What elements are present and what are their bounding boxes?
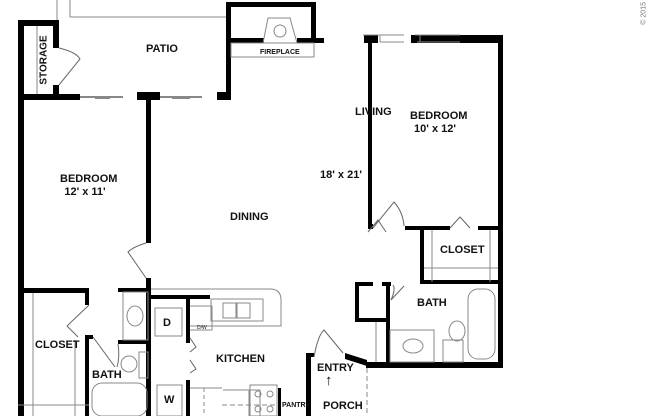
room-label-entry: ENTRY <box>317 362 354 374</box>
dishwasher-label: D/W <box>197 325 207 331</box>
room-label-bath-left: BATH <box>92 369 122 381</box>
room-label-dining: DINING <box>230 211 269 223</box>
room-size-bedroom-right: 10' x 12' <box>414 123 456 135</box>
copyright-text: © 2015 <box>641 2 648 25</box>
room-size-bedroom-left: 12' x 11' <box>64 186 106 198</box>
room-label-bath-right: BATH <box>417 297 447 309</box>
room-label-kitchen: KITCHEN <box>216 353 265 365</box>
room-label-closet-left: CLOSET <box>35 339 80 351</box>
room-label-fireplace: FIREPLACE <box>260 49 300 56</box>
room-label-living: LIVING <box>355 106 392 118</box>
room-size-living: 18' x 21' <box>320 169 362 181</box>
room-label-storage: STORAGE <box>38 35 50 85</box>
room-label-closet-right: CLOSET <box>440 244 485 256</box>
room-label-porch: PORCH <box>323 400 363 412</box>
room-label-bedroom-left: BEDROOM <box>60 173 118 185</box>
room-label-bedroom-right: BEDROOM <box>410 110 468 122</box>
fixtures <box>18 0 498 416</box>
room-label-pantry: PANTRY <box>282 402 310 409</box>
walls <box>18 2 503 416</box>
dryer-label: D <box>163 317 171 329</box>
washer-label: W <box>164 394 175 406</box>
entry-arrow-icon: ↑ <box>325 372 333 389</box>
room-label-patio: PATIO <box>146 43 178 55</box>
